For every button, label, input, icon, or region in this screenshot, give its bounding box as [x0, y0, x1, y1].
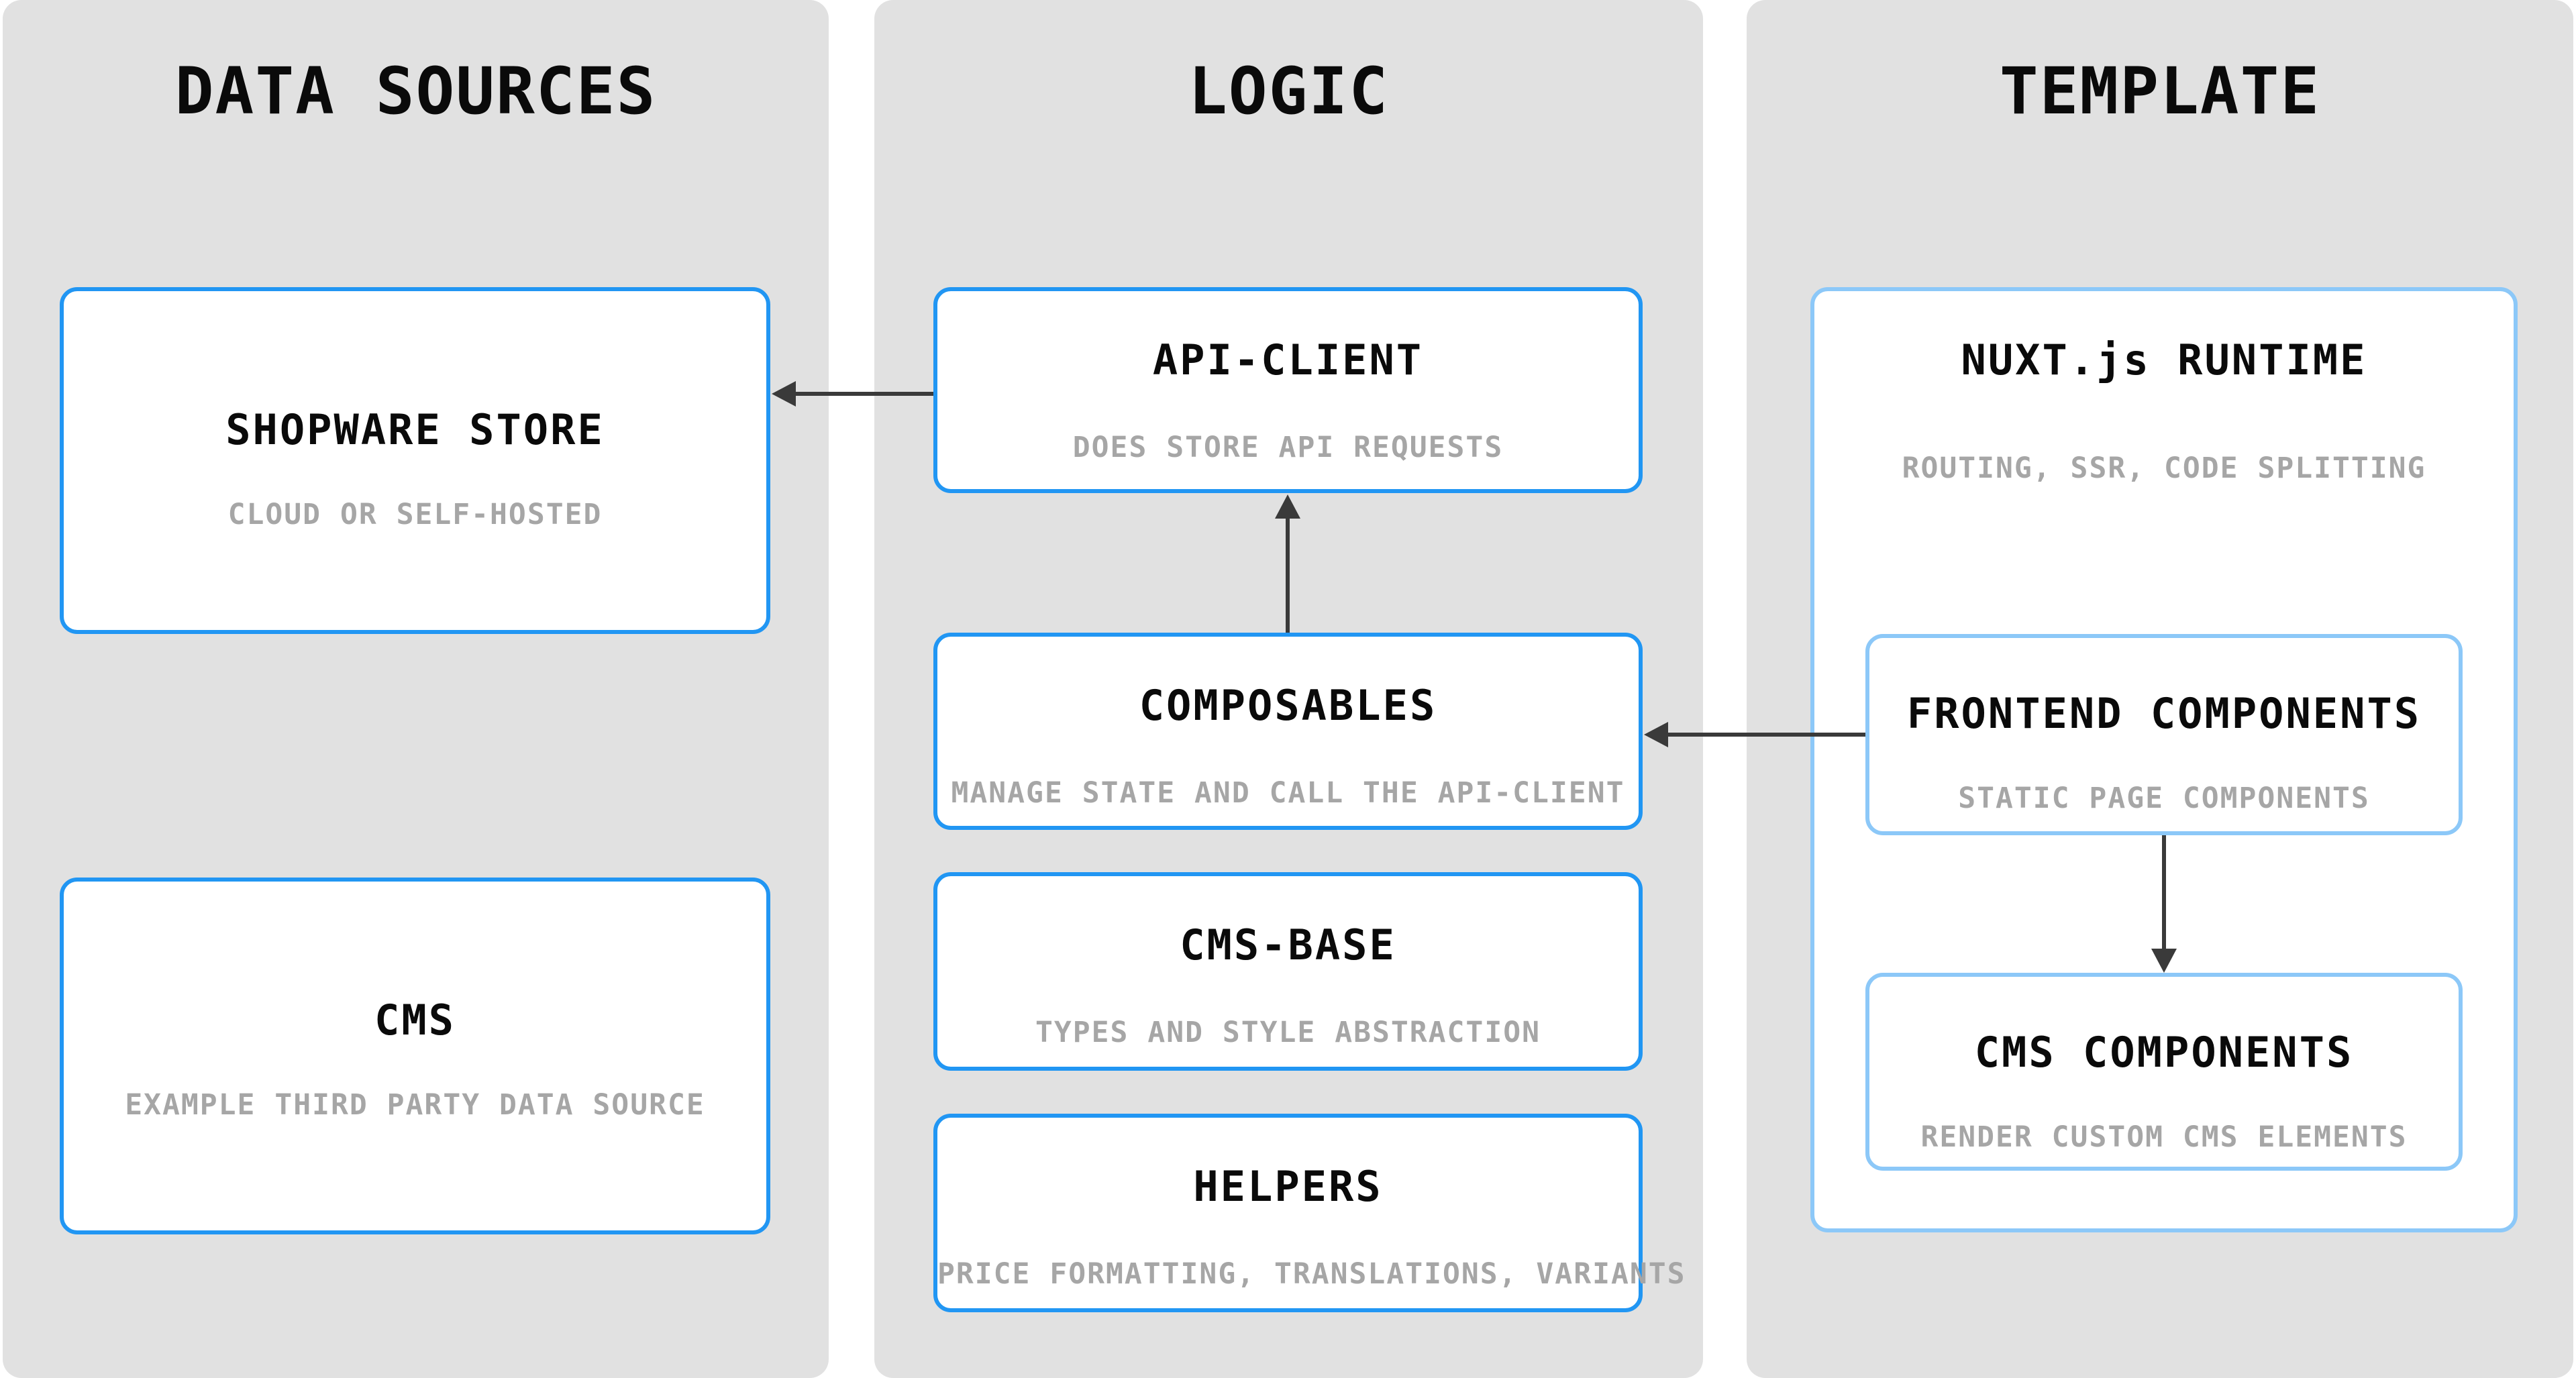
- node-cms: CMS EXAMPLE THIRD PARTY DATA SOURCE: [60, 878, 770, 1234]
- arrow-shaft: [794, 392, 933, 396]
- node-composables: COMPOSABLES MANAGE STATE AND CALL THE AP…: [933, 633, 1643, 830]
- node-cms-title: CMS: [374, 996, 456, 1045]
- arrow-shaft: [2162, 835, 2166, 950]
- node-shopware-store-title: SHOPWARE STORE: [225, 405, 605, 454]
- node-cms-components: CMS COMPONENTS RENDER CUSTOM CMS ELEMENT…: [1865, 973, 2463, 1171]
- node-api-client-title: API-CLIENT: [1152, 335, 1424, 384]
- node-helpers-title: HELPERS: [1193, 1162, 1383, 1211]
- column-title-template: TEMPLATE: [1999, 54, 2321, 129]
- arrow-shaft: [1667, 733, 1865, 737]
- node-composables-subtitle: MANAGE STATE AND CALL THE API-CLIENT: [951, 776, 1625, 810]
- arrow-shaft: [1286, 517, 1290, 633]
- node-cms-subtitle: EXAMPLE THIRD PARTY DATA SOURCE: [125, 1088, 705, 1122]
- column-title-data-sources: DATA SOURCES: [174, 54, 657, 129]
- node-nuxt-runtime-subtitle: ROUTING, SSR, CODE SPLITTING: [1902, 452, 2426, 485]
- node-cms-base-title: CMS-BASE: [1180, 920, 1396, 969]
- node-cms-components-subtitle: RENDER CUSTOM CMS ELEMENTS: [1920, 1120, 2408, 1154]
- node-helpers-subtitle: PRICE FORMATTING, TRANSLATIONS, VARIANTS: [937, 1257, 1686, 1291]
- node-frontend-components-title: FRONTEND COMPONENTS: [1906, 689, 2422, 738]
- node-shopware-store: SHOPWARE STORE CLOUD OR SELF-HOSTED: [60, 287, 770, 634]
- node-frontend-components: FRONTEND COMPONENTS STATIC PAGE COMPONEN…: [1865, 634, 2463, 835]
- node-api-client-subtitle: DOES STORE API REQUESTS: [1072, 431, 1504, 464]
- arrowhead-left-icon: [1644, 722, 1668, 747]
- node-cms-base: CMS-BASE TYPES AND STYLE ABSTRACTION: [933, 872, 1643, 1071]
- node-nuxt-runtime-title: NUXT.js RUNTIME: [1961, 335, 2367, 384]
- node-shopware-store-subtitle: CLOUD OR SELF-HOSTED: [227, 498, 603, 531]
- node-composables-title: COMPOSABLES: [1139, 681, 1437, 730]
- arrowhead-up-icon: [1275, 494, 1300, 519]
- arrowhead-left-icon: [772, 381, 796, 407]
- column-title-logic: LOGIC: [1188, 54, 1389, 129]
- node-cms-components-title: CMS COMPONENTS: [1974, 1028, 2354, 1077]
- arrowhead-down-icon: [2151, 949, 2177, 973]
- node-api-client: API-CLIENT DOES STORE API REQUESTS: [933, 287, 1643, 493]
- node-frontend-components-subtitle: STATIC PAGE COMPONENTS: [1958, 782, 2370, 815]
- node-helpers: HELPERS PRICE FORMATTING, TRANSLATIONS, …: [933, 1114, 1686, 1312]
- node-cms-base-subtitle: TYPES AND STYLE ABSTRACTION: [1035, 1016, 1541, 1049]
